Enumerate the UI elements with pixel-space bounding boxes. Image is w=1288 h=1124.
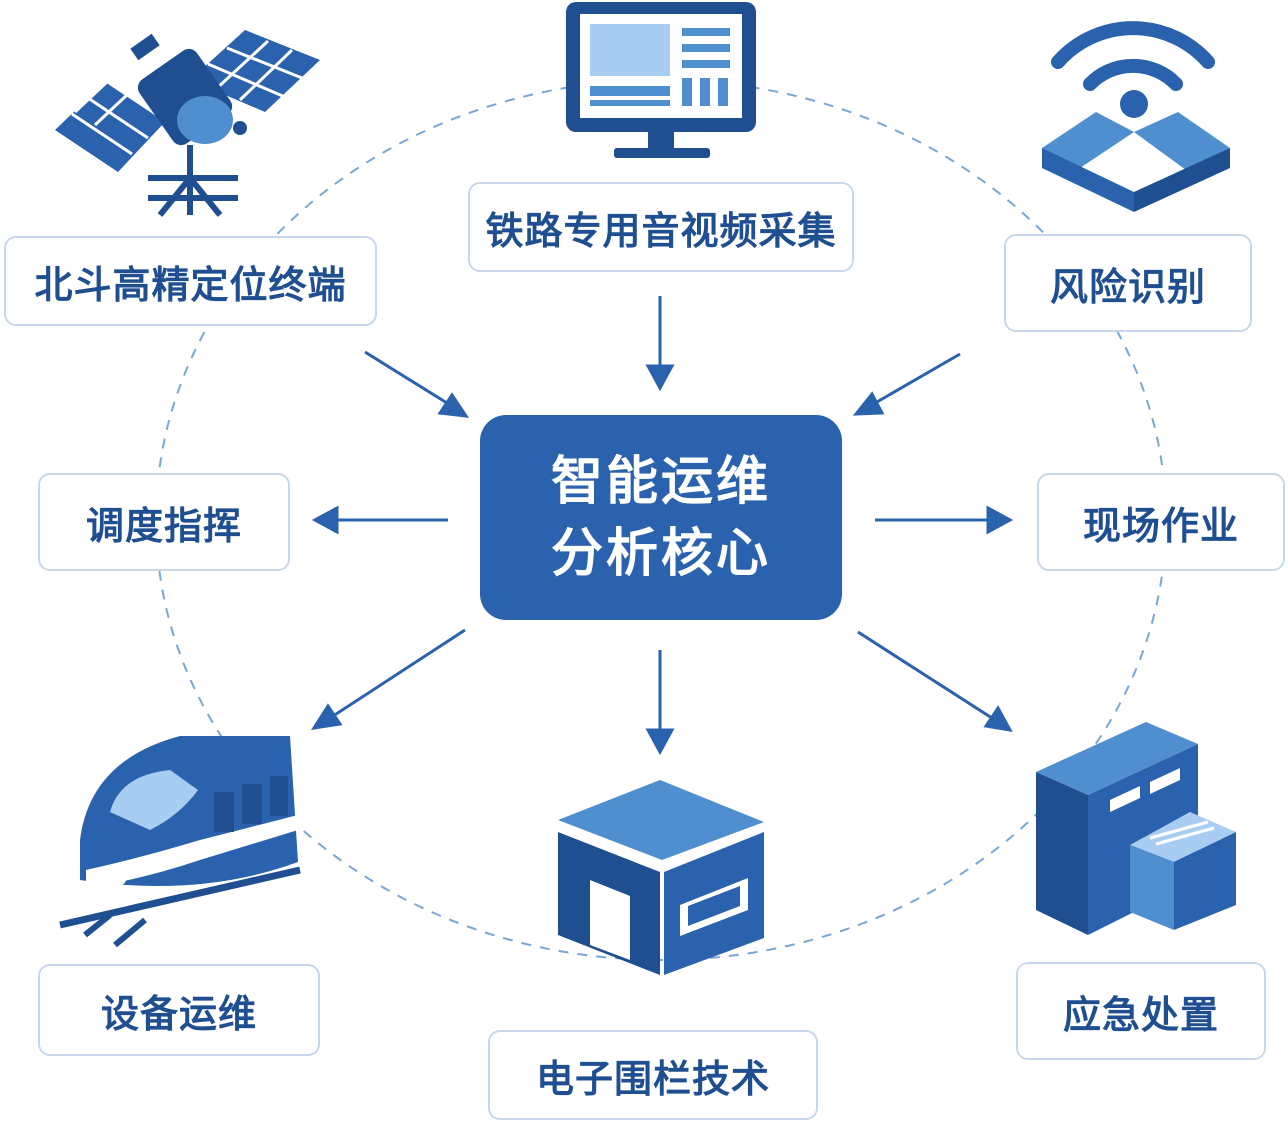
node-fence: 电子围栏技术 — [488, 1030, 818, 1120]
node-risk-label: 风险识别 — [1049, 264, 1206, 309]
node-beidou: 北斗高精定位终端 — [4, 236, 377, 326]
train-icon — [59, 736, 301, 948]
node-field: 现场作业 — [1037, 473, 1285, 571]
arrow-risk-to-core — [869, 352, 961, 408]
monitor-icon — [566, 2, 756, 158]
node-dispatch: 调度指挥 — [38, 473, 290, 571]
warehouse-icon — [1036, 722, 1236, 935]
arrow-beidou-to-core — [364, 350, 456, 410]
node-maintenance-label: 设备运维 — [100, 991, 257, 1036]
node-beidou-label: 北斗高精定位终端 — [34, 262, 347, 307]
node-risk: 风险识别 — [1004, 234, 1252, 332]
core-node: 智能运维 分析核心 — [480, 415, 842, 620]
arrow-core-to-maintenance — [329, 628, 466, 720]
core-title-line2: 分析核心 — [550, 523, 771, 584]
node-emergency: 应急处置 — [1016, 962, 1266, 1060]
node-video: 铁路专用音视频采集 — [468, 182, 854, 272]
node-emergency-label: 应急处置 — [1062, 992, 1219, 1037]
node-fence-label: 电子围栏技术 — [535, 1056, 770, 1101]
node-video-label: 铁路专用音视频采集 — [485, 208, 837, 253]
node-dispatch-label: 调度指挥 — [85, 503, 242, 548]
arrow-core-to-emergency — [857, 630, 996, 722]
wireless-box-icon — [1042, 21, 1230, 212]
node-field-label: 现场作业 — [1082, 503, 1239, 548]
building-icon — [558, 780, 764, 975]
node-maintenance: 设备运维 — [38, 964, 320, 1056]
satellite-icon — [55, 30, 320, 217]
core-title-line1: 智能运维 — [550, 451, 771, 512]
